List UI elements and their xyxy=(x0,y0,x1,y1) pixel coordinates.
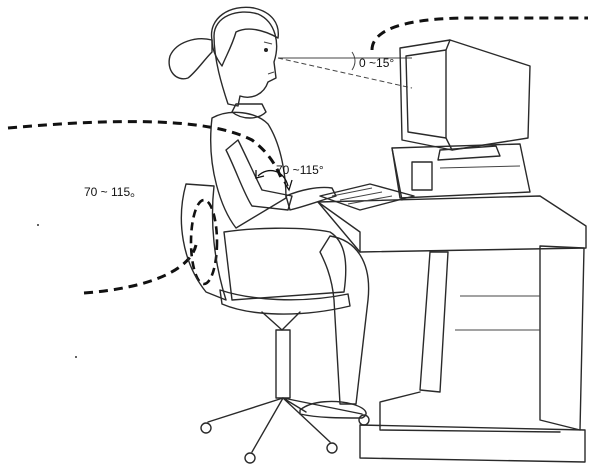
elbow-angle-label: 70 ~115° xyxy=(276,163,324,177)
seated-person xyxy=(169,7,369,418)
lower-back-dashed-curve xyxy=(84,245,196,293)
side-angle-label: 70 ~ 115。 xyxy=(84,183,142,200)
office-chair xyxy=(181,184,369,463)
view-angle-label: 0 ~15° xyxy=(359,56,394,70)
computer-monitor xyxy=(400,40,530,160)
top-right-dashed-curve xyxy=(372,18,588,50)
desk xyxy=(318,196,586,462)
computer-case xyxy=(392,144,530,200)
back-dashed-curve xyxy=(8,122,282,180)
dot-mark xyxy=(37,224,39,226)
dot-mark xyxy=(75,356,77,358)
